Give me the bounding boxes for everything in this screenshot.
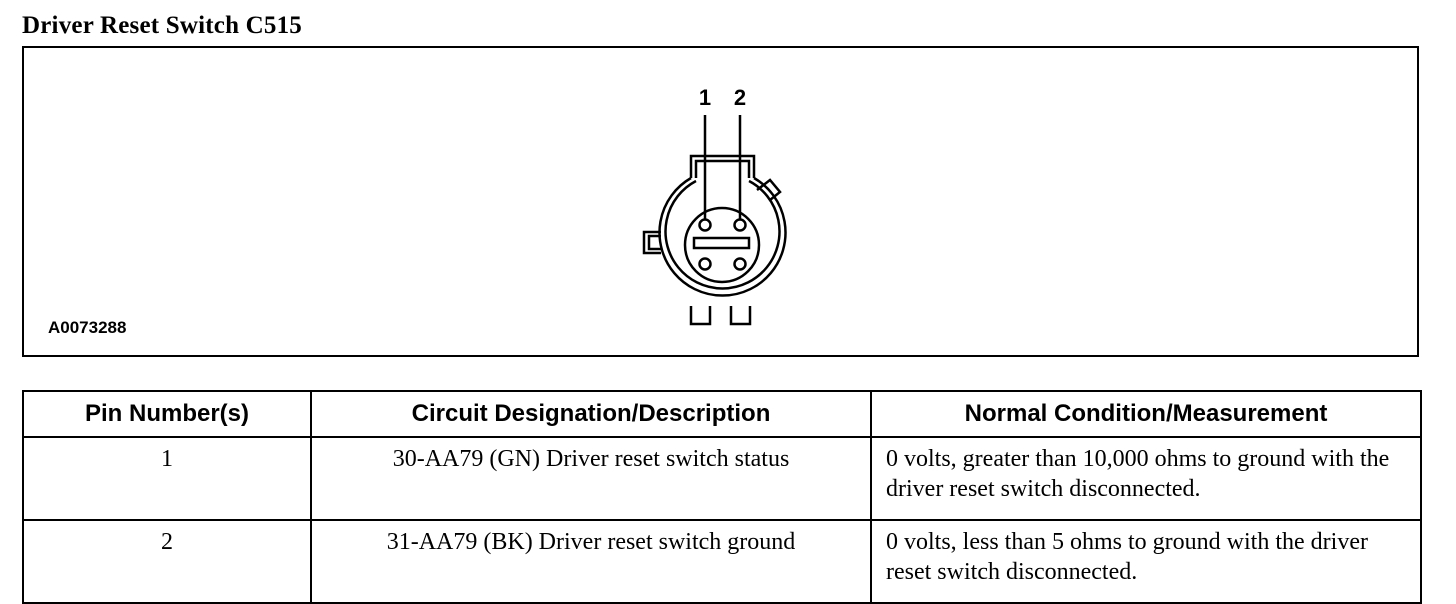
- terminal-1: [698, 218, 712, 232]
- connector-c515-face-view: 1 2: [642, 85, 787, 326]
- pinout-table: Pin Number(s) Circuit Designation/Descri…: [22, 390, 1422, 604]
- header-normal-condition: Normal Condition/Measurement: [870, 390, 1422, 438]
- connector-foot-right: [729, 306, 752, 326]
- table-row: 1 30-AA79 (GN) Driver reset switch statu…: [22, 436, 1422, 521]
- page-title: Driver Reset Switch C515: [22, 12, 302, 39]
- circuit-description-cell: 30-AA79 (GN) Driver reset switch status: [310, 436, 872, 521]
- condition-cell: 0 volts, less than 5 ohms to ground with…: [870, 519, 1422, 604]
- header-circuit-designation: Circuit Designation/Description: [310, 390, 872, 438]
- table-row: 2 31-AA79 (BK) Driver reset switch groun…: [22, 519, 1422, 604]
- connector-foot-left: [689, 306, 712, 326]
- connector-left-tab: [642, 230, 661, 255]
- pin-label-1: 1: [699, 85, 711, 110]
- connector-key-bar: [692, 236, 751, 250]
- table-header-row: Pin Number(s) Circuit Designation/Descri…: [22, 390, 1422, 438]
- connector-right-latch: [756, 178, 782, 201]
- header-pin-number: Pin Number(s): [22, 390, 312, 438]
- connector-top-stem-inner: [694, 159, 751, 178]
- connector-top-stem: [689, 154, 756, 178]
- terminal-2: [733, 218, 747, 232]
- pin-number-cell: 1: [22, 436, 312, 521]
- connector-terminal-face: [683, 206, 761, 284]
- condition-cell: 0 volts, greater than 10,000 ohms to gro…: [870, 436, 1422, 521]
- circuit-description-cell: 31-AA79 (BK) Driver reset switch ground: [310, 519, 872, 604]
- figure-reference-id: A0073288: [48, 318, 127, 337]
- pin-number-cell: 2: [22, 519, 312, 604]
- connector-body-inner-outline: [664, 179, 781, 290]
- terminal-4: [733, 257, 747, 271]
- pin-label-2: 2: [734, 85, 746, 110]
- terminal-3: [698, 257, 712, 271]
- connector-left-tab-inner: [647, 234, 661, 251]
- connector-body-outline: [658, 176, 787, 297]
- connector-figure: 1 2 A0073288: [22, 46, 1419, 357]
